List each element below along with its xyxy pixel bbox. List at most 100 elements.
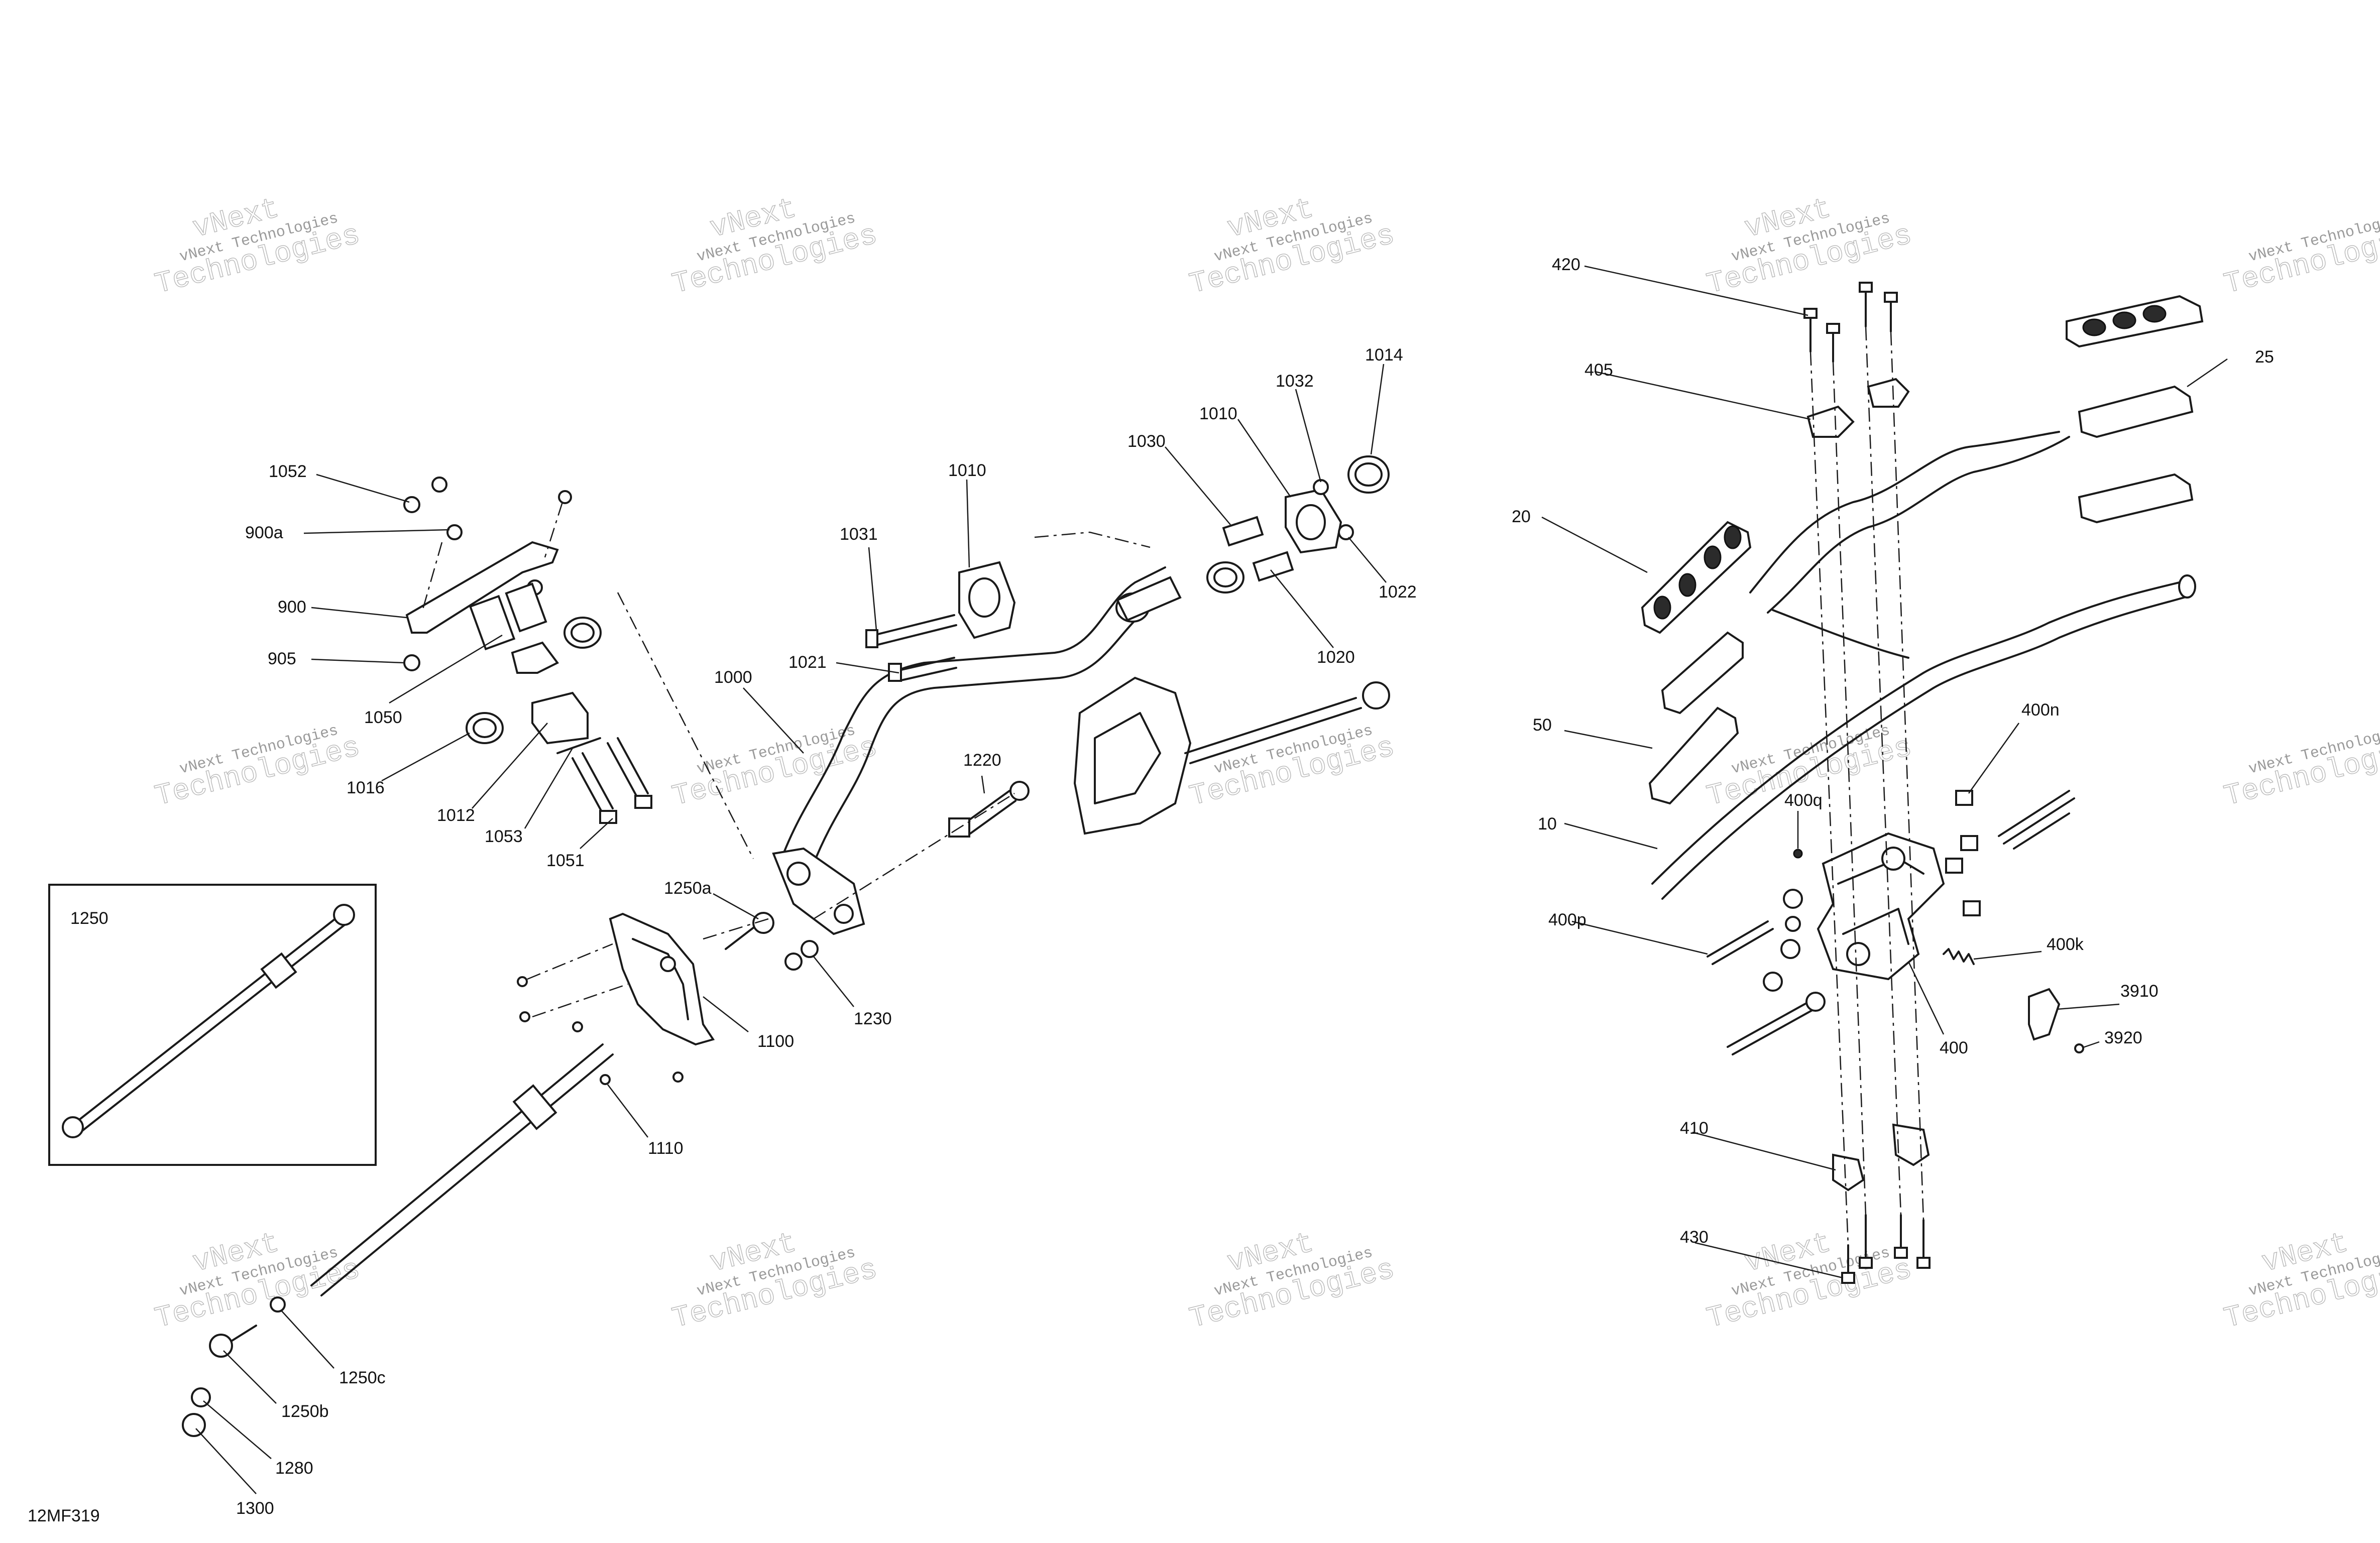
callout-1020: 1020 xyxy=(1317,648,1355,667)
inset-tie-rod-collar xyxy=(260,952,297,989)
part-1250a-rod-end-eye xyxy=(752,912,774,934)
callout-1050: 1050 xyxy=(364,708,402,727)
callout-1012: 1012 xyxy=(437,806,475,825)
part-1021-bolt xyxy=(900,667,957,681)
callout-420: 420 xyxy=(1552,255,1580,274)
part-throttle-cable xyxy=(1749,431,2060,594)
part-410-lower-clamp xyxy=(1892,1123,1930,1166)
part-1051-bolt-head xyxy=(634,795,652,809)
callout-1230: 1230 xyxy=(854,1009,892,1028)
callout-905: 905 xyxy=(268,649,296,668)
part-1032-nut xyxy=(1313,479,1329,495)
callout-1021: 1021 xyxy=(788,653,827,672)
part-1000-steering-tube xyxy=(782,566,1166,855)
center-line xyxy=(617,592,754,859)
center-line xyxy=(1832,361,1867,1216)
callout-400q: 400q xyxy=(1784,791,1823,810)
center-line xyxy=(1890,331,1924,1221)
callout-3920: 3920 xyxy=(2104,1028,2142,1047)
callout-1032: 1032 xyxy=(1276,372,1314,391)
part-grip-right-pattern xyxy=(2082,305,2167,336)
center-line xyxy=(1034,531,1151,548)
part-1020-ring-inner xyxy=(1213,567,1237,587)
callout-400p: 400p xyxy=(1548,910,1586,929)
part-1250-tie-rod-collar xyxy=(512,1084,557,1130)
part-1250c-nut xyxy=(270,1296,286,1313)
handlebar-assembly xyxy=(1641,282,2204,1284)
callout-labels: 1052 900a 900 905 1050 1016 1012 1053 10… xyxy=(28,255,2274,1525)
callout-1031: 1031 xyxy=(840,525,878,544)
callout-1022: 1022 xyxy=(1379,582,1417,602)
part-1220-bolt xyxy=(963,790,1010,824)
part-1250a-rod-end xyxy=(725,923,759,950)
part-1016-seal-top xyxy=(563,617,602,649)
center-line xyxy=(544,502,563,558)
part-1016-seal-inner xyxy=(473,718,497,738)
part-throttle-cable xyxy=(1767,436,2070,614)
callout-1300: 1300 xyxy=(236,1499,274,1518)
part-25-grip-sleeve xyxy=(2078,385,2194,438)
callout-50: 50 xyxy=(1533,716,1552,735)
part-3910-lever xyxy=(2028,988,2061,1041)
part-1010-column-support-bore xyxy=(968,577,1000,618)
part-steering-box-end xyxy=(1362,681,1390,709)
part-steering-box-shaft xyxy=(1184,697,1357,754)
part-410-lower-clamp xyxy=(1832,1153,1865,1192)
part-25-grip-sleeve-2 xyxy=(2078,473,2194,524)
callout-1250a: 1250a xyxy=(664,879,712,898)
center-line xyxy=(532,983,628,1018)
part-steering-box-housing-ribs xyxy=(1094,712,1161,804)
callout-1016: 1016 xyxy=(347,778,385,797)
callout-1250b: 1250b xyxy=(281,1402,329,1421)
callout-1110: 1110 xyxy=(648,1139,684,1158)
part-1000-lower-bracket-hole xyxy=(834,904,854,924)
callout-1000: 1000 xyxy=(714,668,752,687)
callout-400: 400 xyxy=(1940,1038,1968,1057)
part-905-bushing xyxy=(403,654,420,671)
callout-400k: 400k xyxy=(2047,935,2084,954)
part-1030-sleeve xyxy=(1116,576,1182,622)
part-400k-spring xyxy=(1943,948,1975,965)
part-1014-seal-inner xyxy=(1354,462,1383,487)
part-1050-block xyxy=(469,595,516,651)
center-line xyxy=(1865,326,1902,1216)
center-line xyxy=(527,943,613,980)
callout-20: 20 xyxy=(1512,507,1531,526)
part-400-washers xyxy=(1763,889,1826,1012)
part-400-riser-hole xyxy=(1846,942,1870,966)
part-420-bolts xyxy=(1803,282,1898,363)
part-1000-steering-tube xyxy=(813,591,1176,865)
part-900-screw xyxy=(558,490,572,504)
part-50-sleeve-small xyxy=(1661,631,1744,715)
part-1031-bolt-head xyxy=(865,629,878,648)
part-405-upper-clamp xyxy=(1867,378,1910,408)
part-1020-ring xyxy=(1206,561,1244,594)
part-1053-shim xyxy=(556,737,601,754)
part-1300-nut xyxy=(182,1413,206,1437)
part-1000-lower-bracket-hole xyxy=(786,862,811,886)
callout-3910: 3910 xyxy=(2120,982,2159,1001)
part-10-handlebar-end xyxy=(2178,574,2196,599)
part-1030-spacer xyxy=(1222,516,1264,547)
inset-label: 1250 xyxy=(70,909,108,928)
part-steering-box-housing xyxy=(1073,676,1192,835)
callout-900: 900 xyxy=(278,598,306,617)
center-line xyxy=(813,792,1015,920)
part-900-bracket xyxy=(405,541,559,634)
part-405-upper-clamp xyxy=(1806,405,1855,438)
part-20-grip-left-pattern xyxy=(1653,525,1742,620)
inset-rod-end xyxy=(62,1116,84,1138)
part-400-riser xyxy=(1817,832,1945,981)
callout-1051: 1051 xyxy=(546,851,585,870)
part-430-bolts xyxy=(1841,1214,1931,1284)
part-1220-bolt-head xyxy=(1009,781,1030,801)
part-3920-screw xyxy=(2074,1043,2084,1053)
inset-tie-rod xyxy=(72,913,343,1126)
part-throttle-cable xyxy=(1772,609,1909,659)
part-1051-bolt-head xyxy=(599,810,617,824)
part-1000-lower-bracket xyxy=(772,847,865,935)
part-1051-bolt xyxy=(582,752,614,809)
steering-column-assembly xyxy=(182,455,1390,1437)
callout-1010-right: 1010 xyxy=(1199,404,1237,423)
part-10-handlebar xyxy=(1661,594,2193,900)
